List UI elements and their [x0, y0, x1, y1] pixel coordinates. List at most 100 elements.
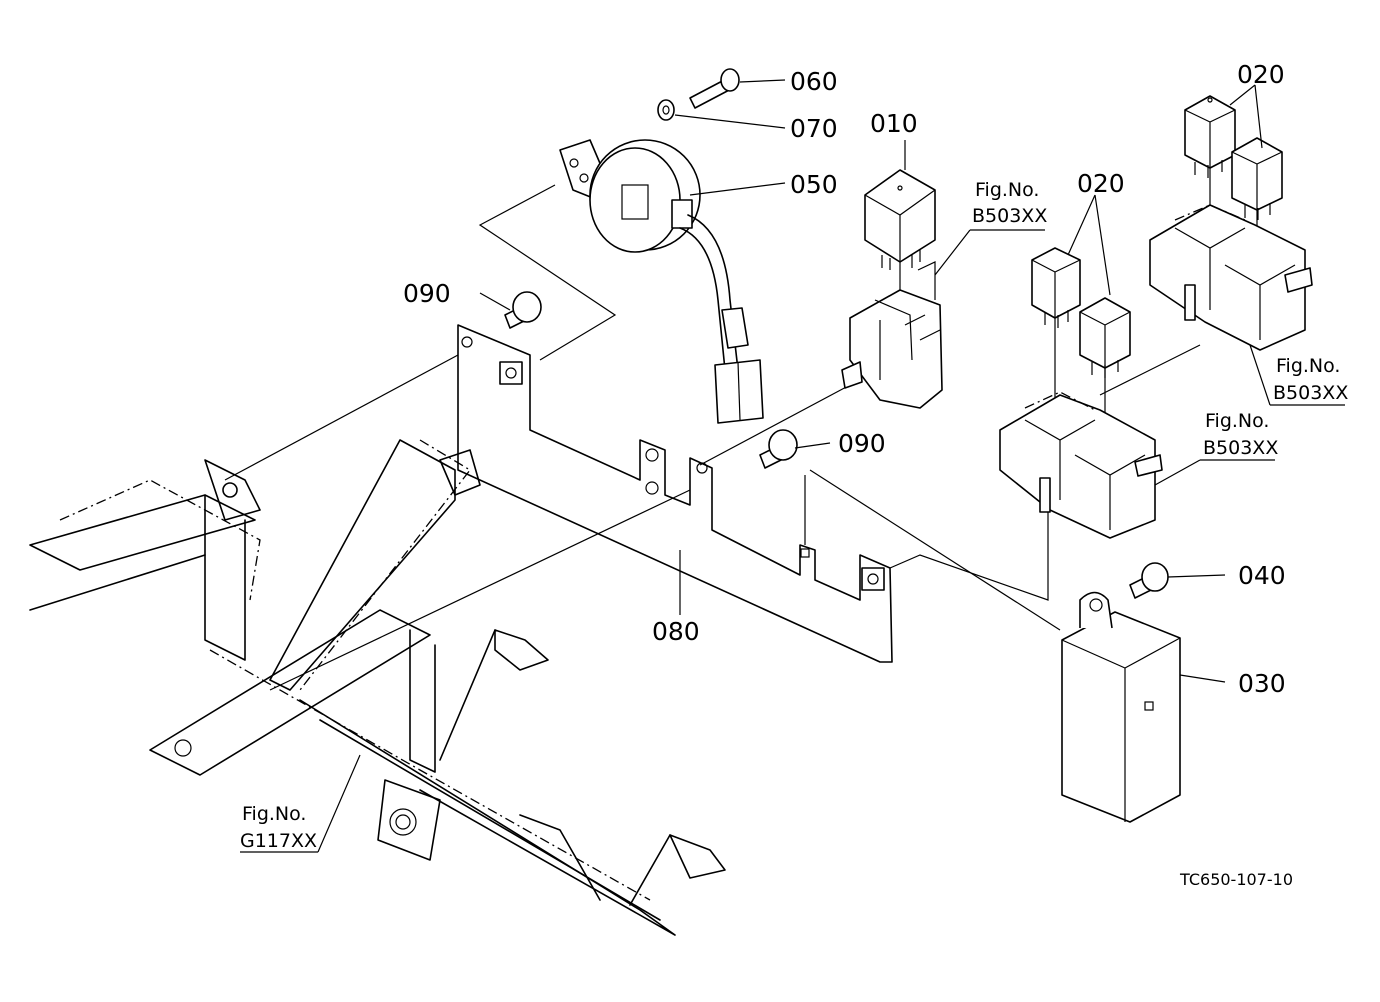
- leader-fig-ref-2: [1249, 344, 1345, 406]
- bracket-nut-left: [499, 361, 523, 385]
- socket-block-upper-post: [1184, 284, 1196, 321]
- assembly-line-canister: [889, 505, 1049, 601]
- buzzer-connector-divider: [737, 361, 741, 421]
- socket-block-center-hidden: [1024, 391, 1096, 411]
- frame-nut-outer: [389, 808, 417, 836]
- buzzer-cable-exit: [671, 199, 693, 229]
- bolt-060: [689, 68, 740, 109]
- fig-ref-1-line1: Fig.No.: [975, 179, 1039, 201]
- bolt-090-upper-head: [512, 291, 542, 323]
- frame-strut: [439, 629, 496, 761]
- frame-crossmember: [149, 609, 431, 776]
- assembly-line-buzzer: [478, 184, 617, 361]
- socket-block-upper-details: [1174, 227, 1296, 340]
- relay-020-ur-edges: [1231, 151, 1283, 210]
- label-030: 030: [1238, 669, 1286, 698]
- socket-010-latch: [917, 261, 936, 300]
- socket-010-clip: [841, 361, 863, 389]
- relay-020-ul-edges: [1184, 109, 1236, 168]
- label-020-center: 020: [1077, 169, 1125, 198]
- canister-030-tab: [1079, 591, 1113, 629]
- frame-tab-top: [439, 449, 481, 496]
- assembly-line-bracket-frame-2: [269, 489, 691, 691]
- washer-070: [657, 99, 675, 121]
- frame-hidden-edge-2: [299, 439, 471, 691]
- relay-020-cl-edges: [1031, 259, 1081, 318]
- relay-010-edges: [864, 189, 936, 262]
- mounting-bracket-080: [457, 324, 893, 663]
- tractor-frame: [29, 439, 726, 936]
- frame-weld-nut: [222, 482, 238, 498]
- frame-hidden-edge-3: [209, 649, 651, 901]
- leader-090-lower: [794, 442, 831, 449]
- leader-020-center: [1067, 194, 1111, 296]
- leader-040: [1167, 574, 1226, 578]
- relay-020-upper-left: [1184, 95, 1236, 245]
- buzzer-cable-top: [687, 214, 739, 371]
- bracket-hole-center-top: [645, 448, 659, 462]
- frame-beam-edge: [29, 554, 206, 611]
- label-020-upper: 020: [1237, 60, 1285, 89]
- canister-030-tab-hole: [1089, 598, 1103, 612]
- relay-socket-010: [841, 261, 943, 409]
- bolt-090-lower: [759, 429, 798, 469]
- frame-bracket-diagonal: [269, 439, 456, 691]
- fig-ref-2-line2: B503XX: [1273, 382, 1348, 404]
- fig-ref-4-line2: G117XX: [240, 830, 317, 852]
- bracket-nut-right-hole: [867, 573, 879, 585]
- relay-010-dot: [897, 185, 903, 191]
- canister-030-mark: [1144, 701, 1154, 711]
- leader-050: [689, 182, 786, 196]
- bracket-nut-right: [861, 567, 885, 591]
- frame-beam-upper: [29, 494, 256, 571]
- frame-slot: [519, 814, 601, 901]
- bolt-060-head: [720, 68, 740, 92]
- label-040: 040: [1238, 561, 1286, 590]
- assembly-line-socket-pair: [1099, 344, 1201, 396]
- relay-socket-block-center: [999, 391, 1163, 539]
- relay-020-ul-pins: [1194, 160, 1223, 178]
- buzzer-mount-hole-2: [579, 173, 589, 183]
- socket-block-center-body: [999, 394, 1156, 539]
- frame-plate-mid: [409, 629, 436, 773]
- frame-plate-left: [204, 494, 246, 661]
- leader-fig-ref-3: [1154, 459, 1275, 486]
- relay-010-pins: [881, 250, 921, 270]
- frame-lower-beam-edge: [319, 719, 661, 921]
- flasher-canister-030: [1061, 591, 1181, 823]
- relay-socket-block-upper: [1149, 204, 1313, 351]
- socket-block-upper-body: [1149, 204, 1306, 351]
- buzzer-050: [559, 139, 764, 424]
- leader-030: [1179, 674, 1226, 683]
- socket-block-center-details: [1024, 419, 1146, 530]
- leader-fig-ref-4: [240, 754, 361, 853]
- relay-020-cr-edges: [1079, 311, 1131, 368]
- socket-block-upper-tab: [1284, 267, 1313, 293]
- bracket-hole-center-bottom: [645, 481, 659, 495]
- label-080: 080: [652, 617, 700, 646]
- frame-tab-right: [494, 629, 549, 671]
- label-010: 010: [870, 109, 918, 138]
- socket-block-upper-hidden: [1174, 204, 1246, 221]
- frame-tab-far: [669, 834, 726, 879]
- callout-leaders: [240, 79, 1345, 853]
- relay-020-center-left: [1031, 247, 1081, 420]
- buzzer-body-front: [589, 147, 681, 253]
- bolt-090-lower-head: [768, 429, 798, 461]
- label-090-upper: 090: [403, 279, 451, 308]
- leader-090-upper: [479, 292, 511, 311]
- relay-020-ul-dot: [1207, 97, 1213, 103]
- frame-hole: [174, 739, 192, 757]
- bracket-hole-left: [461, 336, 473, 348]
- bolt-040-head: [1141, 562, 1169, 592]
- bracket-square-hole: [800, 548, 810, 558]
- assembly-line-relay-socket: [699, 384, 851, 466]
- socket-010-details: [874, 299, 941, 380]
- relay-010: [864, 169, 936, 290]
- frame-strut-far: [629, 834, 671, 906]
- buzzer-mount-hole-1: [569, 158, 579, 168]
- fig-ref-3-line2: B503XX: [1203, 437, 1278, 459]
- socket-block-center-post: [1039, 477, 1051, 513]
